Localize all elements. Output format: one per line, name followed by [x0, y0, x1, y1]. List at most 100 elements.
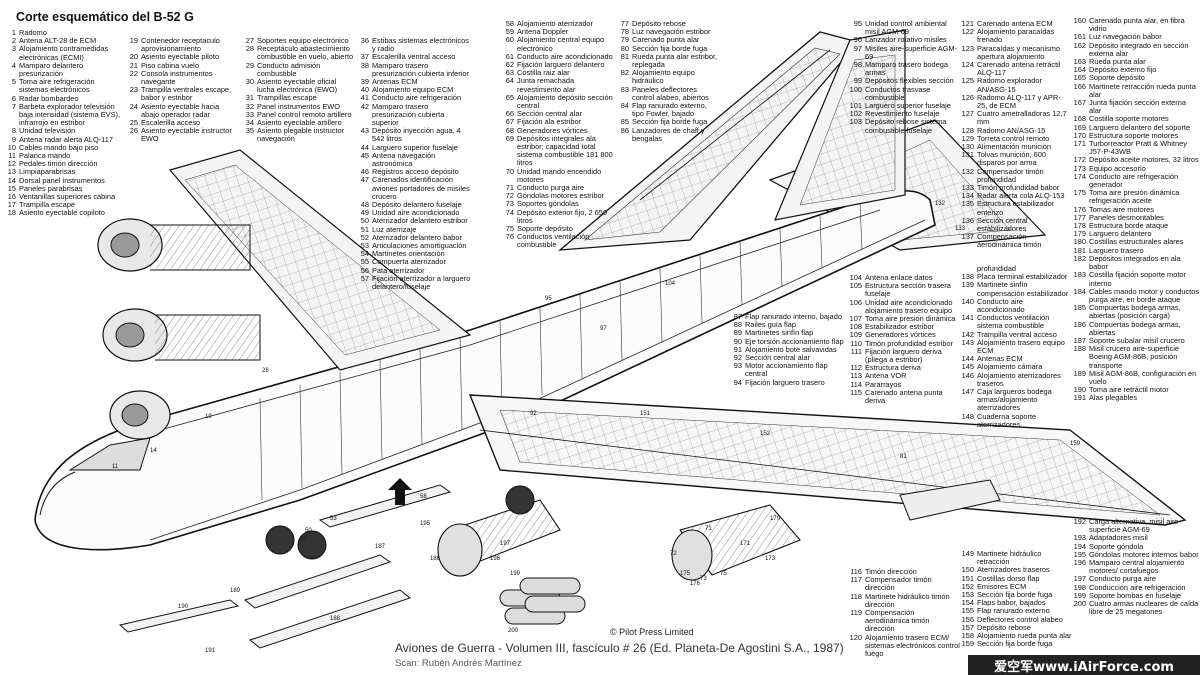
legend-item-number: 96 [853, 35, 862, 45]
legend-item-label: Unidad aire acondicionado [372, 208, 460, 218]
legend-item-number: 84 [620, 101, 629, 111]
legend-item-label: Alojamiento central equipo electrónico [517, 35, 605, 53]
callout-number: 190 [178, 604, 189, 610]
legend-item-label: Costilla fijación soporte motor interno [1089, 270, 1186, 288]
legend-item-number: 42 [360, 101, 369, 111]
legend-item-label: Larguero delantero del soporte [1089, 122, 1191, 132]
legend-item-number: 137 [961, 232, 974, 242]
legend-item-label: Costillas dorso flap [977, 573, 1040, 583]
legend-item-number: 94 [733, 377, 742, 387]
legend-item-number: 98 [853, 60, 862, 70]
legend-item-label: Contenedor receptaculo aprovisionamiento [141, 37, 220, 54]
legend-item-label: Antenas ECM [372, 77, 418, 87]
legend-item-number: 35 [245, 126, 254, 136]
legend-item-number: 143 [961, 337, 974, 347]
legend-item-number: 66 [505, 109, 514, 119]
legend-item-number: 149 [961, 550, 974, 558]
legend-item-label: Paneles desmontables [1089, 212, 1164, 222]
legend-item-label: Asiento eyectable hacia abajo operador r… [141, 101, 220, 119]
callout-number: 195 [420, 521, 431, 527]
legend-item-number: 200 [1073, 599, 1086, 609]
legend-item-number: 47 [360, 175, 369, 185]
legend-item-label: Fijación larguero trasero [745, 377, 825, 387]
legend-item-label: Luz navegación babor [1089, 32, 1162, 42]
source-caption: Aviones de Guerra - Volumen III, fascícu… [395, 641, 844, 655]
direction-arrow [388, 478, 412, 505]
legend-item-number: 122 [961, 27, 974, 37]
legend-item-number: 30 [245, 77, 254, 87]
legend-item-number: 100 [849, 84, 862, 94]
legend-item-number: 128 [961, 125, 974, 135]
legend-item-number: 21 [129, 60, 138, 70]
legend-item-number: 182 [1073, 253, 1086, 263]
legend-item-label: Depósito inyección agua, 4 542 litros [372, 126, 461, 144]
legend-item-number: 147 [961, 387, 974, 397]
legend-item-label: Mamparo trasero presurización cubierta i… [372, 60, 469, 78]
legend-item-number: 86 [620, 125, 629, 135]
callout-number: 187 [375, 544, 386, 550]
legend-item-number: 129 [961, 133, 974, 143]
legend-item-label: Depósitos flexibles sección [865, 76, 954, 86]
legend-item-label: Tomas aire motores [1089, 204, 1154, 214]
legend-item-number: 40 [360, 85, 369, 95]
legend-item-label: Misil crucero aire-superficie Boeing AGM… [1089, 344, 1179, 370]
legend-item-number: 15 [7, 183, 16, 193]
legend-item-label: Sección central estabilizadores [977, 215, 1028, 234]
legend-item-label: Carenado punta alar, en fibra vidrio [1089, 17, 1185, 34]
legend-item-label: Sección fija borde fuga [632, 43, 708, 53]
legend-item-number: 64 [505, 76, 514, 86]
legend-item-label: Flap ranurado interno, bajado [745, 313, 842, 321]
legend-item-label: Conducto aire acondicionado [977, 296, 1025, 315]
legend-item-label: Estructura borde ataque [1089, 221, 1169, 231]
legend-item-number: 101 [849, 101, 862, 111]
callout-number: 14 [150, 448, 157, 454]
legend-item-number: 33 [245, 109, 254, 119]
legend-item-number: 193 [1073, 533, 1086, 543]
legend-item-number: 1 [11, 29, 16, 37]
legend-item-label: Compensación aerodinámica timón [977, 232, 1042, 250]
starboard-wing-left [168, 149, 472, 371]
legend-item-label: Revestimiento fuselaje [865, 109, 940, 119]
callout-number: 171 [740, 541, 751, 547]
legend-item-number: 166 [1073, 81, 1086, 91]
legend-item-label: Lanzadores de chaff y bengalas [632, 125, 705, 143]
legend-item-number: 159 [961, 639, 974, 649]
legend-item-label: Palanca mando [19, 151, 71, 161]
legend-item-number: 118 [850, 591, 862, 601]
legend-item-number: 114 [850, 379, 862, 389]
legend-item-label: Asiento eyectable copiloto [19, 208, 105, 218]
legend-item-label: Aterrizador delantero babor [372, 232, 462, 242]
legend-item-number: 99 [853, 76, 862, 86]
